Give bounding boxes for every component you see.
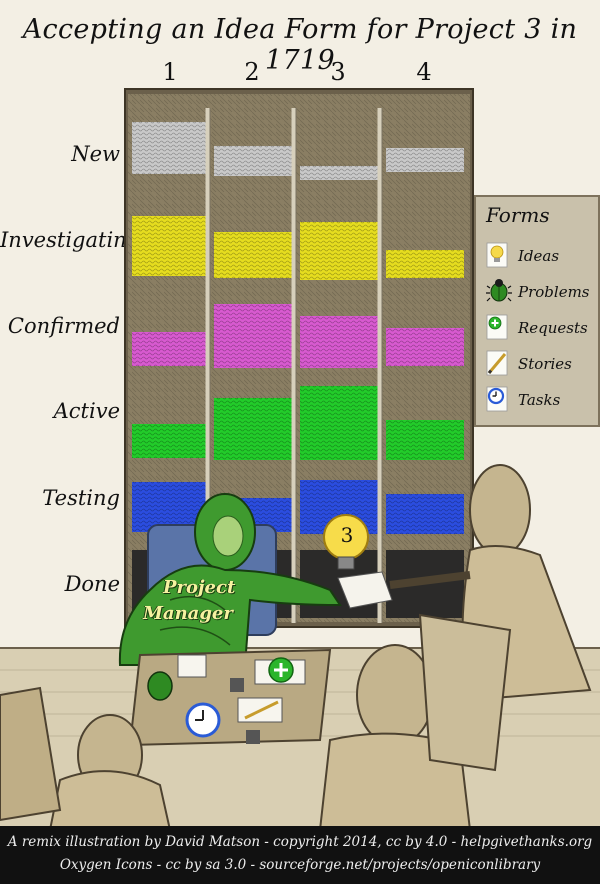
form-label-tasks: Tasks [518,391,561,409]
idea-bulb [323,514,369,570]
form-label-problems: Problems [518,283,590,301]
yarn-texture [386,250,464,278]
yarn-texture [300,386,378,460]
yarn-texture [300,222,378,280]
forms-title: Forms [486,203,550,227]
lightbulb-icon [486,242,508,268]
yarn-texture [214,232,292,278]
form-item-ideas: Ideas [486,241,598,271]
column-number-4: 4 [416,58,432,86]
yarn-texture [132,216,210,276]
row-label-new: New [71,142,120,166]
column-number-3: 3 [330,58,346,86]
yarn-texture [386,328,464,366]
engraving-scene [0,464,600,830]
form-label-ideas: Ideas [518,247,560,265]
yarn-texture [386,148,464,172]
project-manager-label-line2: Manager [143,603,233,624]
desk [128,648,332,747]
idea-form-paper [337,571,393,609]
row-label-active: Active [53,399,120,423]
row-label-done: Done [64,572,120,596]
form-item-requests: Requests [486,313,598,343]
project-manager-figure [118,493,342,666]
yarn-texture [214,304,292,368]
form-item-problems: Problems [486,277,598,307]
form-item-stories: Stories [486,349,598,379]
clock-icon [486,386,508,412]
page-title: Accepting an Idea Form for Project 3 in … [22,14,578,76]
column-number-1: 1 [162,58,178,86]
yarn-texture [132,424,210,458]
form-label-requests: Requests [518,319,588,337]
credits-line-2: Oxygen Icons - cc by sa 3.0 - sourceforg… [59,857,541,873]
row-label-testing: Testing [42,486,120,510]
yarn-texture [300,316,378,368]
add-icon [486,314,508,340]
yarn-texture [214,398,292,460]
forms-panel: Forms Ideas Problems R [474,195,600,427]
yarn-texture [214,146,292,176]
row-label-investigating: Investigating [0,228,141,252]
pencil-icon [486,350,508,376]
seated-figure-left [0,686,172,830]
project-manager-label-line1: Project [163,577,236,598]
credits-footer: A remix illustration by David Matson - c… [0,826,600,884]
yarn-texture [132,122,210,174]
form-item-tasks: Tasks [486,385,598,415]
column-number-2: 2 [244,58,260,86]
form-label-stories: Stories [518,355,572,373]
row-label-confirmed: Confirmed [7,314,120,338]
yarn-texture [132,332,210,366]
yarn-texture [300,166,378,180]
yarn-texture [386,420,464,460]
seated-figure-right [318,613,512,830]
credits-line-1: A remix illustration by David Matson - c… [7,834,593,850]
bulb-number: 3 [340,523,354,547]
yarn-texture [386,494,464,534]
bug-icon [486,279,512,302]
